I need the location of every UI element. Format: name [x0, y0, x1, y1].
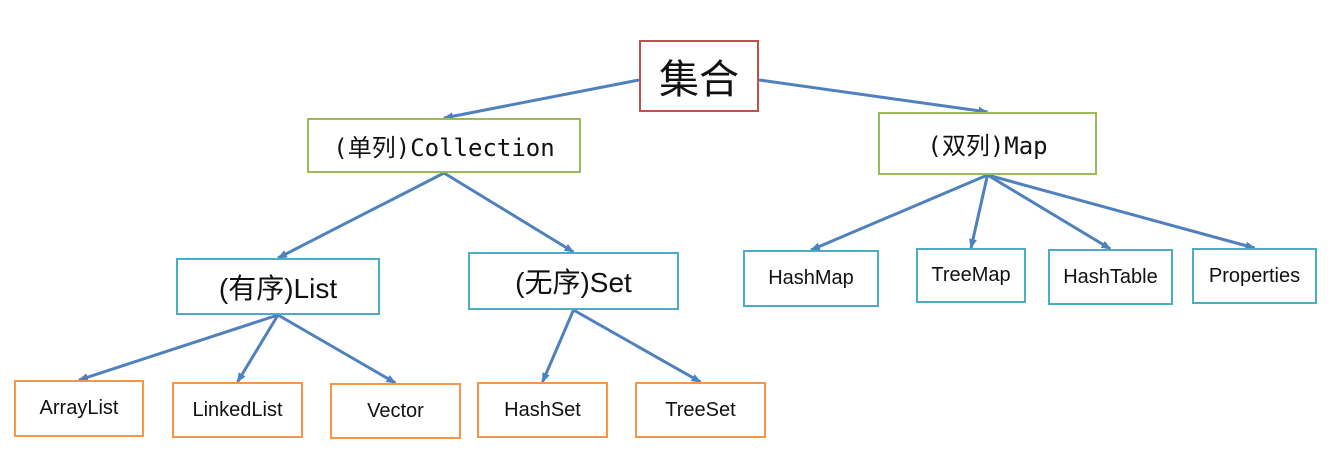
hashtable-node: HashTable: [1048, 249, 1173, 305]
properties-node: Properties: [1192, 248, 1317, 304]
arraylist-node: ArrayList: [14, 380, 144, 437]
hashset-node: HashSet: [477, 382, 608, 438]
edge-set-to-hashset: [541, 309, 575, 383]
linkedlist-node: LinkedList: [172, 382, 303, 438]
treeset-node: TreeSet: [635, 382, 766, 438]
edge-set-to-treeset: [572, 308, 702, 384]
edge-list-to-linkedlist: [236, 314, 280, 383]
edge-collection-to-list: [277, 171, 445, 260]
map-node: (双列)Map: [878, 112, 1097, 175]
edge-list-to-vector: [277, 313, 397, 385]
edge-root-to-map: [758, 78, 989, 115]
edge-list-to-arraylist: [78, 313, 279, 382]
vector-node: Vector: [330, 383, 461, 439]
collection-node: (单列)Collection: [307, 118, 581, 173]
edge-map-to-treemap: [969, 174, 989, 249]
set-node: (无序)Set: [468, 252, 679, 310]
edge-map-to-properties: [987, 173, 1256, 250]
edge-root-to-collection: [443, 78, 640, 121]
root-node-collections: 集合: [639, 40, 759, 112]
hashmap-node: HashMap: [743, 250, 879, 307]
treemap-node: TreeMap: [916, 248, 1026, 303]
edge-collection-to-set: [443, 171, 575, 254]
edge-map-to-hashtable: [986, 173, 1112, 251]
edge-map-to-hashmap: [810, 173, 989, 252]
list-node: (有序)List: [176, 258, 380, 315]
